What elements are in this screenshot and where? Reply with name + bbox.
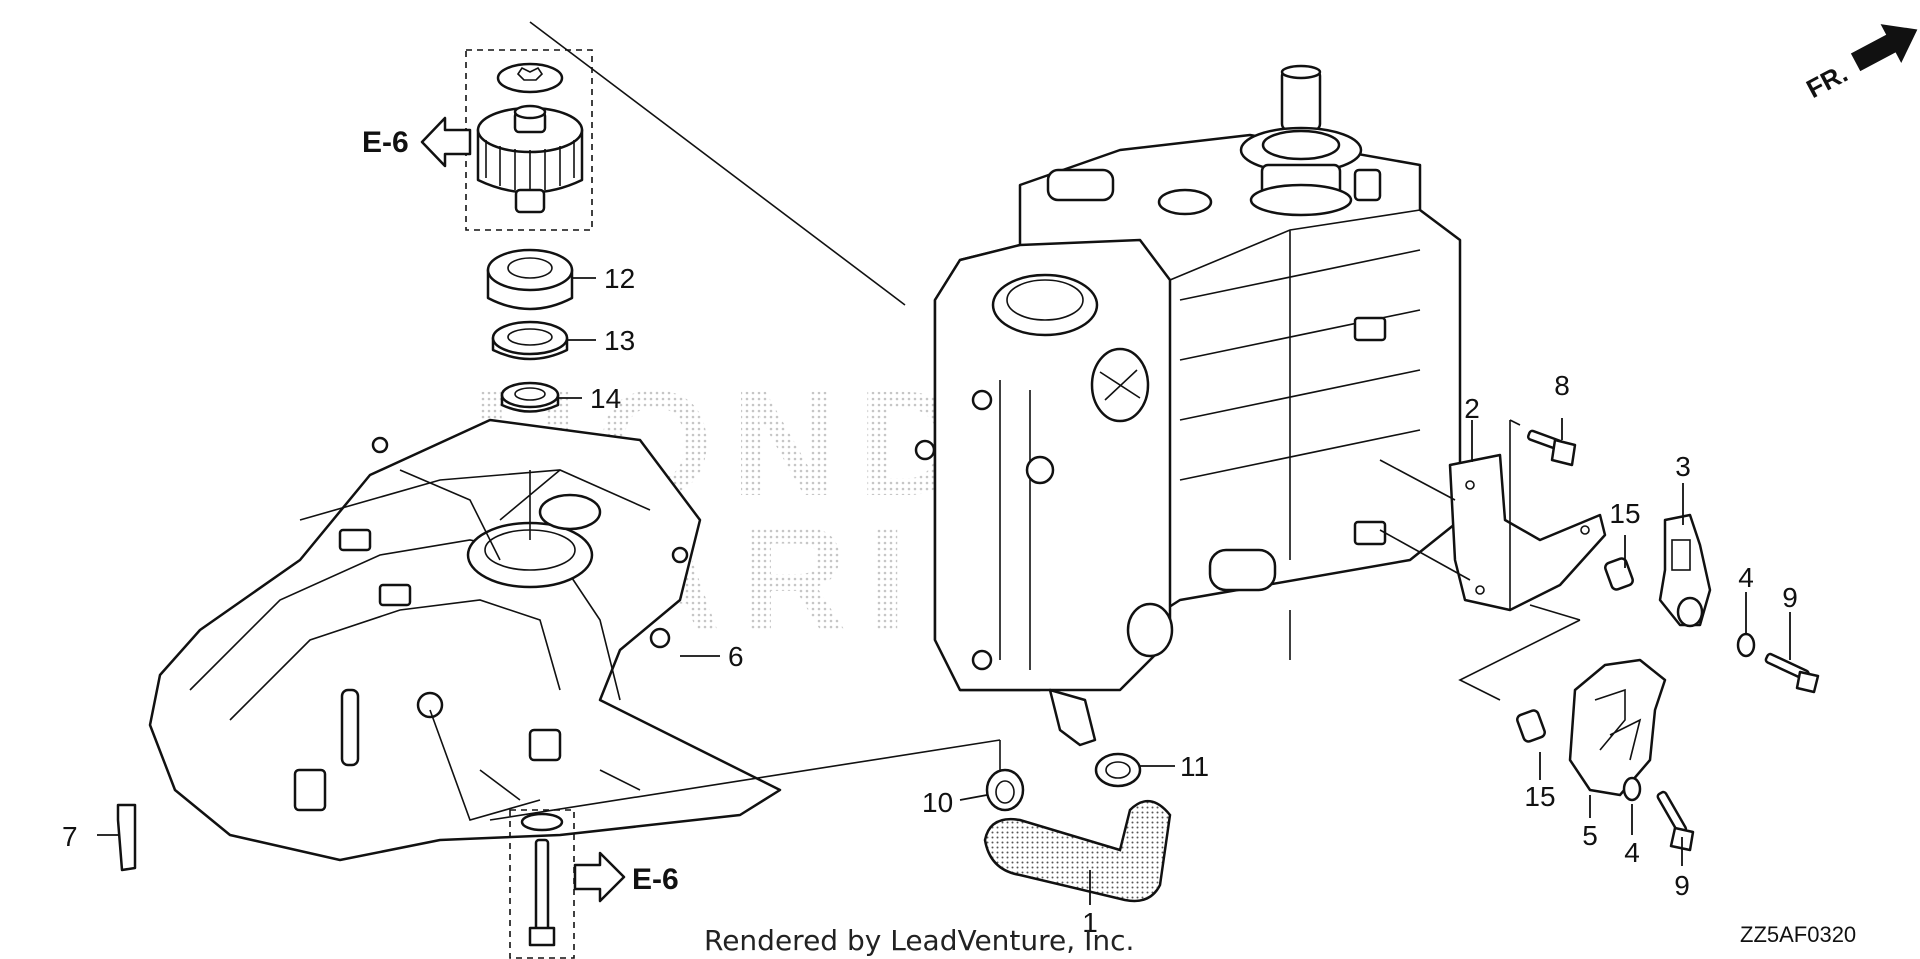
- hose-clamp-10: [985, 768, 1025, 812]
- credit-text: Rendered by LeadVenture, Inc.: [704, 924, 1134, 957]
- reference-bottom-label: E-6: [632, 863, 679, 896]
- washer-4-lower: [1622, 776, 1642, 802]
- callout-4-lower: 4: [1624, 837, 1640, 868]
- callout-2: 2: [1464, 393, 1480, 424]
- drive-gear: [476, 62, 584, 214]
- arrow-front-icon: [1850, 24, 1918, 72]
- bolt-9-upper: [1764, 652, 1820, 694]
- arrow-left-icon: [420, 116, 472, 168]
- sensor-3: [1658, 513, 1712, 628]
- bolt-8: [1526, 429, 1577, 467]
- callout-11: 11: [1180, 751, 1209, 782]
- collar-15-lower: [1516, 709, 1546, 743]
- oil-seal-small: [500, 381, 560, 413]
- engine-undercase: [148, 418, 782, 862]
- mount-bolt: [520, 812, 564, 947]
- callout-4-upper: 4: [1738, 562, 1754, 593]
- bracket-plate: [1448, 453, 1607, 612]
- callout-9-lower: 9: [1674, 870, 1690, 901]
- callouts: 1 2 3 4 4 5 6 7 8 9 9 10 11 12 13 14 15 …: [62, 263, 1798, 938]
- callout-6: 6: [728, 641, 744, 672]
- washer-4-upper: [1736, 632, 1756, 658]
- callout-13: 13: [604, 325, 635, 356]
- front-marker: FR.: [1801, 24, 1918, 104]
- cover-5: [1568, 658, 1667, 797]
- callout-7: 7: [62, 821, 78, 852]
- callout-8: 8: [1554, 370, 1570, 401]
- hose-clamp-11: [1094, 752, 1142, 788]
- front-marker-label: FR.: [1801, 58, 1852, 104]
- reference-top[interactable]: E-6: [362, 116, 472, 168]
- oil-seal-large: [491, 320, 569, 361]
- callout-12: 12: [604, 263, 635, 294]
- callout-3: 3: [1675, 451, 1691, 482]
- callout-9-upper: 9: [1782, 582, 1798, 613]
- collar-15-upper: [1604, 557, 1634, 591]
- bolt-9-lower: [1656, 790, 1695, 852]
- water-hose: [983, 800, 1172, 903]
- callout-10: 10: [922, 787, 953, 818]
- callout-1: 1: [1082, 907, 1098, 938]
- callout-5: 5: [1582, 820, 1598, 851]
- callout-15-lower: 15: [1524, 781, 1555, 812]
- engine-block: [914, 64, 1462, 747]
- clip-7: [116, 803, 137, 872]
- callout-14: 14: [590, 383, 621, 414]
- reference-top-label: E-6: [362, 126, 409, 159]
- callout-15-upper: 15: [1609, 498, 1640, 529]
- diagram-code: ZZ5AF0320: [1740, 922, 1856, 947]
- arrow-right-icon: [573, 851, 626, 903]
- reference-bottom[interactable]: E-6: [573, 851, 679, 903]
- bearing: [486, 248, 574, 311]
